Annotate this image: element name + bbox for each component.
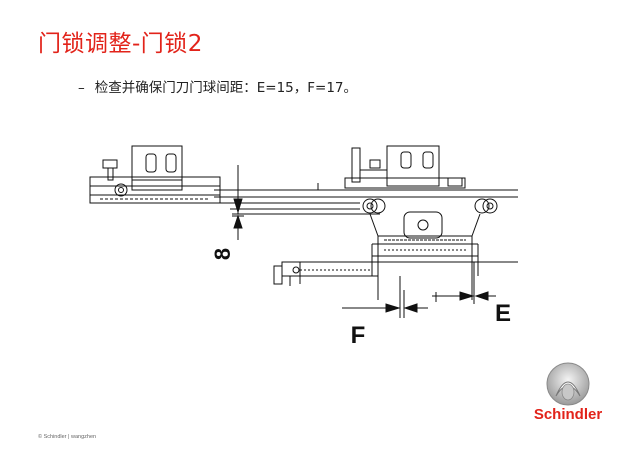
door-lock-diagram: 8 F E: [89, 145, 518, 349]
right-bracket: [386, 145, 440, 187]
door-knife: [403, 211, 443, 239]
page-title: 门锁调整-门锁2: [38, 31, 203, 57]
bullet-marker: –: [78, 80, 85, 96]
schindler-logo: [546, 362, 590, 406]
bullet-item: –检查并确保门刀门球间距：E=15，F=17。: [78, 76, 357, 96]
dimension-label-f: F: [351, 322, 366, 349]
schindler-wordmark: Schindler: [533, 406, 603, 423]
dimension-label-8: 8: [210, 248, 235, 260]
bullet-text: 检查并确保门刀门球间距：E=15，F=17。: [94, 80, 358, 96]
dimension-label-e: E: [495, 300, 511, 327]
left-bracket: [131, 145, 183, 191]
coupler-frame: [377, 235, 473, 263]
lower-bracket: [281, 261, 379, 277]
footer: © Schindler | wangzhen: [38, 434, 97, 440]
